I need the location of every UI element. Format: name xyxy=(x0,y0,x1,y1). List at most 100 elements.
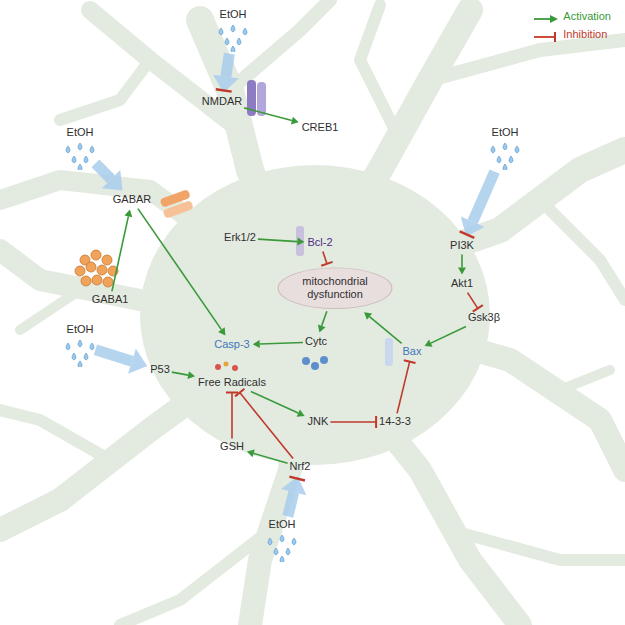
molecule-label: NMDAR xyxy=(202,95,242,108)
activation-head xyxy=(218,327,225,335)
activation-line xyxy=(254,453,288,463)
pathway-connector xyxy=(95,163,122,190)
gaba-vesicles xyxy=(75,250,118,287)
activation-line xyxy=(138,209,221,330)
node-text: GABA1 xyxy=(92,293,129,306)
inhibition-line xyxy=(323,252,327,264)
ethanol-source: EtOH xyxy=(492,126,519,169)
droplet xyxy=(231,46,235,52)
molecule-label: Akt1 xyxy=(451,277,473,290)
activation-head xyxy=(247,450,255,458)
pathway-connector xyxy=(460,172,495,238)
activation-line xyxy=(322,311,327,326)
ethanol-droplets xyxy=(60,337,100,367)
droplet xyxy=(274,548,278,555)
node-text: GSH xyxy=(220,440,244,453)
ethanol-droplets xyxy=(485,140,525,170)
inhibition-bar xyxy=(289,477,305,481)
node-text: Bax xyxy=(403,345,422,358)
inhibition-line xyxy=(240,393,293,459)
mitochondria-body xyxy=(278,268,392,309)
molecule-label: PI3K xyxy=(450,239,474,252)
node-text: P53 xyxy=(150,363,170,376)
ethanol-source: EtOH xyxy=(67,126,94,169)
inhibition-bar xyxy=(473,305,483,312)
droplet xyxy=(237,38,241,45)
pathway-connector xyxy=(172,371,195,379)
pathway-connector xyxy=(112,210,132,292)
pathway-connector xyxy=(318,311,327,332)
node-text: Cytc xyxy=(305,335,327,348)
node-text: Casp-3 xyxy=(214,338,249,351)
node-text: EtOH xyxy=(220,8,247,21)
pathway-connector xyxy=(247,450,288,464)
pathway-connector xyxy=(138,209,225,336)
molecule-label: GABAR xyxy=(113,193,152,206)
ethanol-arrow-shaft xyxy=(95,350,131,361)
sample-line xyxy=(534,18,551,20)
droplet xyxy=(78,164,82,170)
droplet xyxy=(503,164,507,170)
droplet xyxy=(231,25,235,32)
activation-head xyxy=(124,210,132,218)
cytc-molecules xyxy=(302,356,328,370)
molecule-label: 14-3-3 xyxy=(379,415,411,428)
node-text: Erk1/2 xyxy=(224,231,256,244)
legend-row: Inhibition xyxy=(533,28,611,46)
molecule-label: JNK xyxy=(308,415,329,428)
activation-head xyxy=(253,340,260,348)
droplet xyxy=(66,146,70,153)
sample-line xyxy=(534,36,555,38)
activation-sample xyxy=(533,13,559,25)
pathway-connector xyxy=(226,393,238,439)
inhibition-bar xyxy=(460,231,475,237)
inhibition-line xyxy=(231,393,233,439)
activation-head xyxy=(318,324,326,332)
pathway-connector xyxy=(364,312,402,343)
pathway-connector xyxy=(251,392,305,417)
gabar-receptor xyxy=(160,189,194,219)
ethanol-source: EtOH xyxy=(269,518,296,561)
droplet xyxy=(509,156,513,163)
molecule-label: Bax xyxy=(403,345,422,358)
ethanol-arrow-head xyxy=(102,170,123,191)
inhibition-sample xyxy=(533,31,559,43)
molecule-label: P53 xyxy=(150,363,170,376)
molecule-label: Casp-3 xyxy=(214,338,249,351)
pathway-connector xyxy=(253,340,303,348)
node-text: CREB1 xyxy=(302,121,339,134)
node-text: Bcl-2 xyxy=(307,236,332,249)
activation-line xyxy=(258,239,298,241)
pathway-connector xyxy=(397,360,415,413)
node-text: EtOH xyxy=(269,518,296,531)
droplet xyxy=(219,28,223,35)
activation-head xyxy=(291,117,299,125)
ethanol-droplets xyxy=(213,22,253,52)
activation-head xyxy=(424,339,432,346)
pathway-connector xyxy=(281,477,306,517)
pathway-connector xyxy=(258,238,305,246)
droplet xyxy=(78,143,82,150)
pathway-connector xyxy=(244,108,298,125)
droplet xyxy=(268,538,272,545)
droplet xyxy=(84,353,88,360)
pathway-connector xyxy=(321,252,332,266)
node-text: NMDAR xyxy=(202,95,242,108)
legend: ActivationInhibition xyxy=(533,10,611,46)
activation-line xyxy=(172,372,188,375)
pathway-connector xyxy=(424,327,466,347)
inhibition-bar xyxy=(404,360,416,363)
legend-text: Activation xyxy=(563,10,611,22)
legend-text: Inhibition xyxy=(563,28,607,40)
droplet xyxy=(90,146,94,153)
molecule-label: CREB1 xyxy=(302,121,339,134)
activation-line xyxy=(112,216,128,291)
molecule-label: Cytc xyxy=(305,335,327,348)
droplet xyxy=(90,343,94,350)
activation-line xyxy=(244,108,292,121)
node-text: Gsk3β xyxy=(468,311,500,324)
inhibition-bar xyxy=(216,89,232,91)
droplet xyxy=(243,28,247,35)
node-text: mitochondrial dysfunction xyxy=(287,275,383,301)
